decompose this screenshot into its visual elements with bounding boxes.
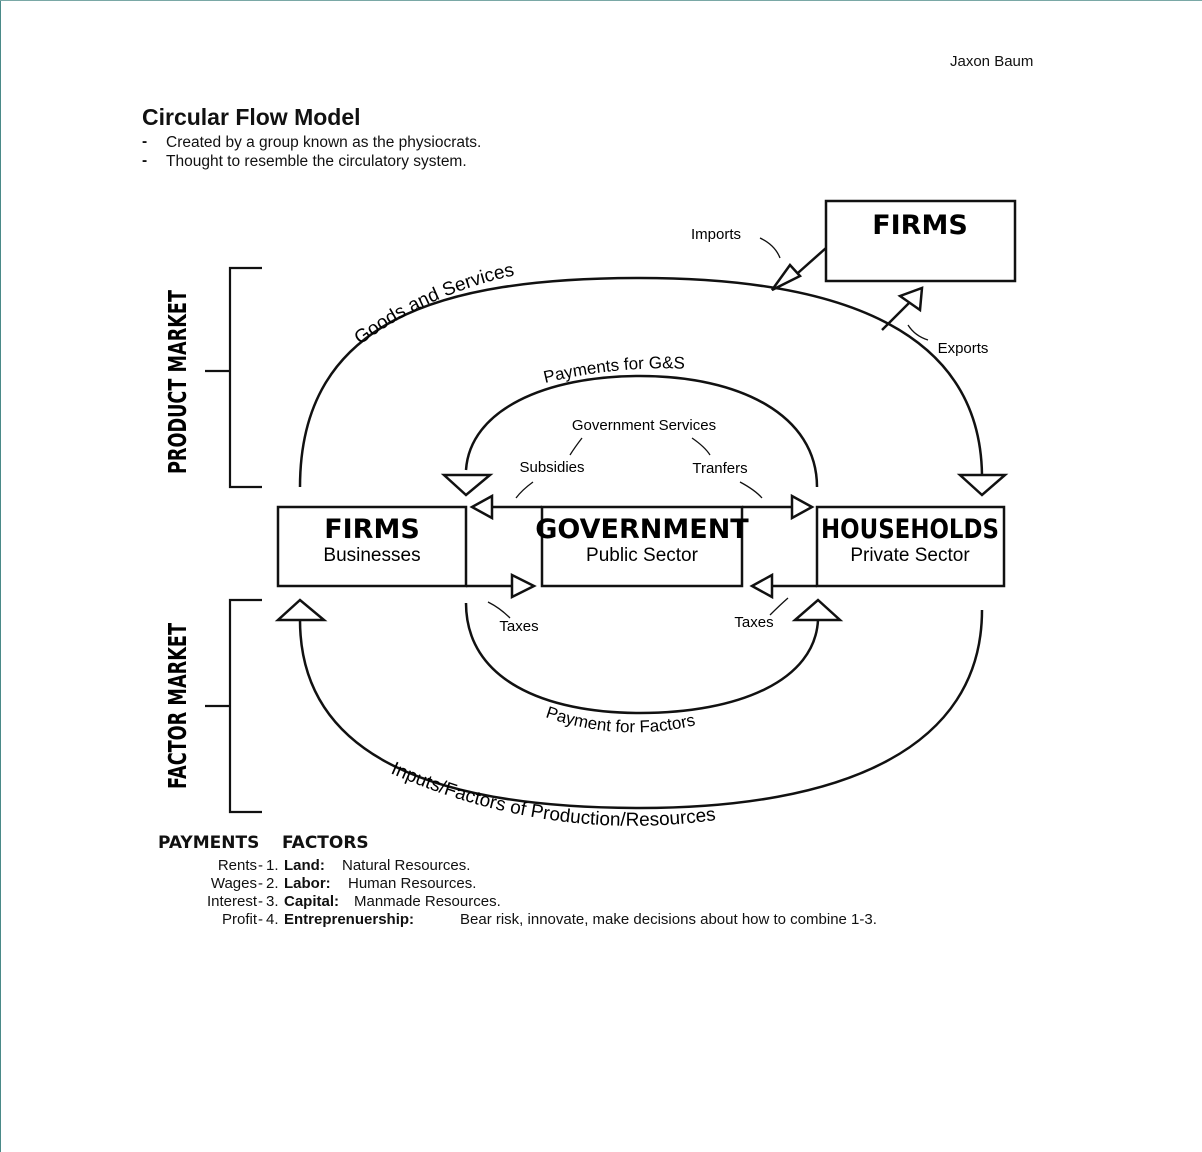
arrowhead-imports — [770, 263, 803, 292]
goods-services-arc — [298, 276, 984, 488]
row-dash: - — [258, 893, 263, 910]
exports-label: Exports — [938, 340, 989, 357]
government-title: GOVERNMENT — [535, 514, 749, 545]
row-number: 3. — [266, 893, 279, 910]
payment-name: Interest — [206, 893, 257, 910]
payments-header: PAYMENTS — [158, 833, 260, 853]
imports-label: Imports — [691, 226, 741, 243]
firms-subtitle: Businesses — [323, 545, 420, 566]
payments-gs-label: Payments for G&S — [542, 353, 686, 387]
payment-factors-arc — [464, 602, 820, 715]
gov-services-leader-right — [691, 437, 711, 456]
goods-services-label-path: Goods and Services — [351, 260, 516, 349]
row-dash: - — [258, 857, 263, 874]
exports-arrow-line — [881, 301, 911, 331]
inputs-factors-arc — [298, 609, 984, 810]
row-number: 1. — [266, 857, 279, 874]
payment-name: Wages — [210, 875, 257, 892]
factor-name: Capital: — [284, 893, 340, 910]
goods-services-label: Goods and Services — [351, 260, 516, 349]
taxes-left-leader — [487, 601, 511, 619]
government-box — [540, 505, 744, 588]
product-market-label: PRODUCT MARKET — [163, 290, 192, 474]
exports-leader — [907, 324, 929, 341]
inputs-factors-label: Inputs/Factors of Production/Resources — [388, 758, 717, 830]
arrowhead-to-government-right — [749, 572, 774, 600]
page-top-border — [0, 0, 1202, 1]
factor-description: Manmade Resources. — [354, 893, 501, 910]
row-dash: - — [258, 911, 263, 928]
taxes-right-leader — [769, 597, 789, 616]
factor-name: Land: — [284, 857, 325, 874]
households-title: HOUSEHOLDS — [821, 514, 999, 545]
households-subtitle: Private Sector — [850, 545, 970, 566]
imports-leader — [759, 237, 781, 259]
arrowhead-exports — [897, 286, 924, 313]
government-subtitle: Public Sector — [586, 545, 699, 566]
payment-factors-label: Payment for Factors — [544, 703, 697, 737]
product-market-bracket — [205, 266, 262, 489]
factors-header: FACTORS — [282, 833, 369, 853]
firms-box — [276, 505, 468, 588]
households-box — [815, 505, 1006, 588]
foreign-firms-box — [824, 199, 1017, 283]
factor-market-bracket — [205, 598, 262, 814]
arrowhead-firms-bottom — [274, 598, 328, 622]
subsidies-leader — [515, 481, 534, 499]
factor-description: Natural Resources. — [342, 857, 471, 874]
firms-title: FIRMS — [324, 514, 420, 545]
factor-description: Bear risk, innovate, make decisions abou… — [460, 911, 877, 928]
factor-name: Entreprenuership: — [284, 911, 415, 928]
arrowhead-households-bottom — [791, 598, 844, 622]
row-number: 2. — [266, 875, 279, 892]
taxes-right-label: Taxes — [734, 614, 773, 631]
factor-description: Human Resources. — [348, 875, 477, 892]
page-left-border — [0, 0, 1, 1152]
document-title: Circular Flow Model — [142, 104, 361, 130]
payments-gs-arc — [464, 374, 819, 488]
payment-factors-label-path: Payment for Factors — [544, 703, 697, 737]
foreign-firms-title: FIRMS — [872, 210, 968, 241]
bullet-item: Created by a group known as the physiocr… — [142, 132, 481, 152]
payments-gs-label-path: Payments for G&S — [542, 353, 686, 387]
arrowhead-to-households-transfers — [790, 493, 815, 521]
row-number: 4. — [266, 911, 279, 928]
factor-name: Labor: — [284, 875, 331, 892]
arrowhead-households-top — [956, 473, 1009, 497]
arrowhead-to-firms-subsidies — [469, 493, 494, 521]
transfers-label: Tranfers — [692, 460, 747, 477]
arrowhead-firms-top — [440, 473, 494, 497]
arrowhead-to-government-left — [510, 572, 537, 600]
payment-name: Profit — [221, 911, 257, 928]
factor-market-label: FACTOR MARKET — [163, 623, 192, 789]
intro-bullet-list: Created by a group known as the physiocr… — [142, 132, 481, 171]
taxes-left-label: Taxes — [499, 618, 538, 635]
row-dash: - — [258, 875, 263, 892]
subsidies-label: Subsidies — [519, 459, 584, 476]
author-name: Jaxon Baum — [950, 53, 1034, 70]
payment-name: Rents — [217, 857, 257, 874]
government-services-label: Government Services — [572, 417, 716, 434]
gov-services-leader-left — [569, 437, 583, 456]
bullet-item: Thought to resemble the circulatory syst… — [142, 151, 481, 171]
inputs-factors-label-path: Inputs/Factors of Production/Resources — [388, 758, 717, 830]
transfers-leader — [739, 481, 763, 499]
